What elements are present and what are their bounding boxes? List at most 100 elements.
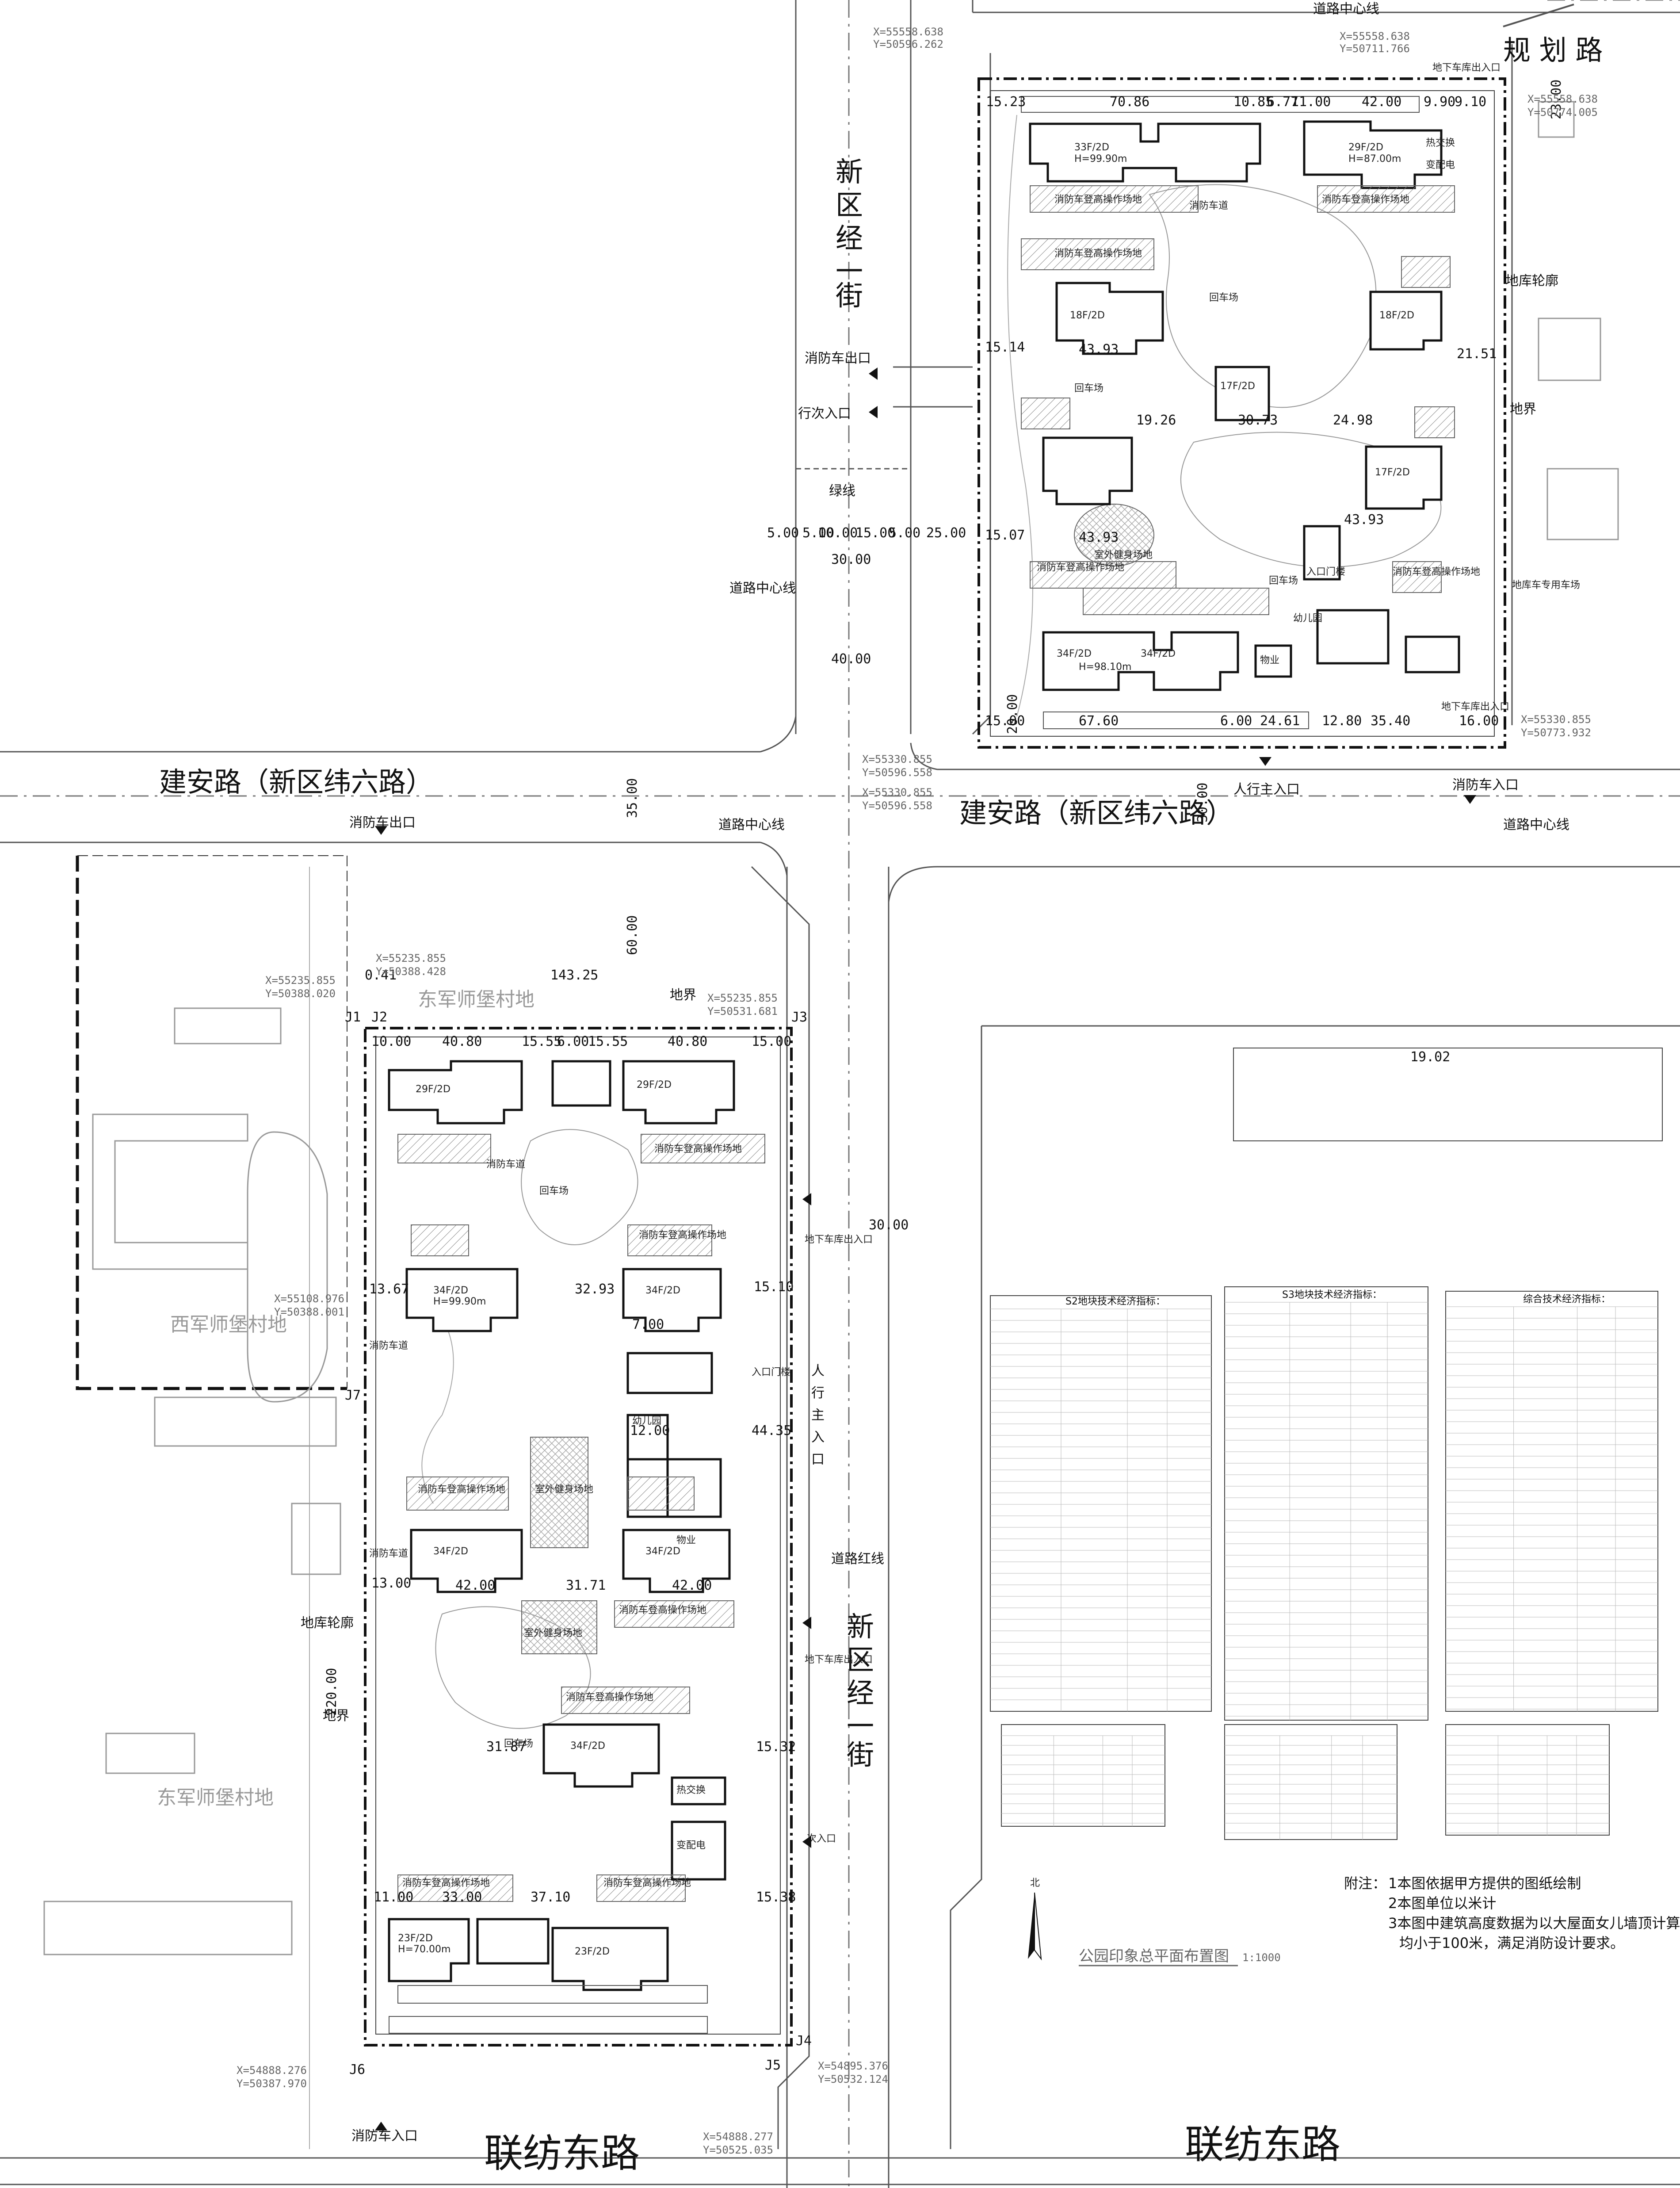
dim-16-00: 16.00 [1459, 713, 1499, 729]
label-green-line: 绿线 [829, 483, 855, 499]
coord-7x: X=55235.855 [265, 974, 336, 987]
note-3: 3本图中建筑高度数据为以大屋面女儿墙顶计算， [1388, 1915, 1680, 1932]
label-fire-lane-s2: 消防车道 [369, 1340, 408, 1351]
label-garage-entry-south2: 地下车库出入口 [805, 1654, 873, 1665]
label-garage-entry-bottom: 地下车库出入口 [1441, 701, 1509, 712]
bldg-tag-8: 34F/2D [1141, 648, 1176, 659]
dim-30-00-south: 30.00 [869, 1217, 909, 1233]
north-arrow [1028, 1892, 1042, 1961]
svg-text:区: 区 [836, 189, 863, 221]
road-lianfang-left: 联纺东路 [484, 2131, 640, 2176]
dim-43-93-b: 43.93 [1079, 530, 1119, 545]
label-garage-entry-south: 地下车库出入口 [805, 1234, 873, 1245]
dim-5-00-c: 5.00 [889, 525, 920, 541]
label-fire-platform-n2: 消防车登高操作场地 [1322, 194, 1409, 205]
village-dongjun-top: 东军师堡村地 [418, 988, 535, 1011]
dim-43-93-c: 43.93 [1344, 512, 1384, 528]
bldg-tag-13: 34F/2D [433, 1546, 468, 1557]
label-ped-main-entry: 人行主入口 [1233, 782, 1300, 797]
coord-11x: X=54888.276 [237, 2064, 307, 2077]
bldg-h-1: H=99.90m [1074, 153, 1127, 164]
coord-13y: Y=50525.035 [703, 2144, 773, 2156]
coord-2y: Y=50711.766 [1340, 42, 1410, 55]
dim-40-80-b: 40.80 [668, 1034, 707, 1049]
bldg-tag-9: 29F/2D [416, 1084, 451, 1095]
bldg-tag-11: 34F/2D [433, 1285, 468, 1296]
label-basement-outline-left: 地库轮廓 [301, 1615, 354, 1631]
label-kindergarten-s: 幼儿园 [632, 1415, 661, 1427]
south-site [364, 1027, 793, 2046]
dim-15-07: 15.07 [985, 528, 1025, 543]
neighbor-buildings [43, 101, 1619, 1955]
note-1: 1本图依据甲方提供的图纸绘制 [1388, 1875, 1581, 1892]
plan-scale: 1:1000 [1242, 1951, 1281, 1964]
bldg-tag-3: 18F/2D [1070, 310, 1105, 321]
label-secondary-entry: 次入口 [807, 1833, 836, 1844]
dim-13-67: 13.67 [369, 1281, 409, 1297]
label-substation-n: 变配电 [1426, 160, 1455, 171]
dim-40-00-road: 40.00 [831, 651, 871, 667]
label-heat-station-n: 热交换 [1426, 138, 1455, 149]
dim-67-60: 67.60 [1079, 713, 1119, 729]
dim-10-00-s: 10.00 [371, 1034, 411, 1049]
coord-1y: Y=50596.262 [873, 38, 943, 50]
label-sports-field-n: 室外健身场地 [1094, 550, 1153, 561]
dim-21-51: 21.51 [1457, 346, 1497, 362]
label-fire-platform-n4: 消防车登高操作场地 [1037, 562, 1124, 573]
coord-10y: Y=50388.001 [274, 1306, 344, 1318]
label-road-centerline-right: 道路中心线 [1503, 817, 1569, 833]
coord-5y: Y=50596.558 [862, 766, 932, 779]
dim-10-85: 10.85 [1233, 94, 1273, 110]
coord-1x: X=55558.638 [873, 26, 943, 38]
label-bike-lane-entry: 地库车专用车场 [1512, 580, 1580, 591]
dim-25-00: 25.00 [926, 525, 966, 541]
svg-text:区: 区 [847, 1644, 874, 1676]
table-title-s3: S3地块技术经济指标： [1282, 1289, 1382, 1301]
label-return-yard-n2: 回车场 [1209, 292, 1238, 303]
dim-9-10: 9.10 [1455, 94, 1486, 110]
label-fire-platform-n5: 消防车登高操作场地 [1393, 566, 1480, 578]
svg-text:行: 行 [811, 1385, 825, 1401]
label-fire-platform-n3: 消防车登高操作场地 [1054, 248, 1142, 259]
label-ped-main-vertical: 人 行 主 入 口 [811, 1363, 825, 1467]
dim-15-23: 15.23 [986, 94, 1026, 110]
label-fire-lane-n1: 消防车道 [1189, 200, 1228, 211]
table-title-all: 综合技术经济指标： [1523, 1294, 1611, 1305]
dim-220-00: 220.00 [324, 1668, 340, 1716]
label-garage-entry-top: 地下车库出入口 [1432, 62, 1501, 73]
dim-6-77: 6.77 [1267, 94, 1298, 110]
coord-12y: Y=50532.124 [818, 2073, 888, 2085]
coord-9y: Y=50531.681 [707, 1005, 778, 1017]
dim-19-02: 19.02 [1410, 1049, 1450, 1065]
point-j7: J7 [345, 1388, 361, 1403]
label-road-red-line: 道路红线 [831, 1551, 884, 1567]
coord-11y: Y=50387.970 [237, 2077, 307, 2090]
dim-31-87: 31.87 [486, 1739, 526, 1755]
coord-3y: Y=50774.005 [1527, 106, 1598, 119]
dim-40-80-a: 40.80 [442, 1034, 482, 1049]
dim-24-98: 24.98 [1333, 413, 1373, 428]
point-j2: J2 [371, 1010, 387, 1025]
dim-143-25: 143.25 [550, 968, 598, 983]
label-fire-platform-s4: 消防车登高操作场地 [619, 1605, 706, 1616]
bldg-tag-15: 34F/2D [570, 1740, 605, 1752]
svg-text:入: 入 [811, 1430, 825, 1445]
label-fire-platform-s6: 消防车登高操作场地 [402, 1878, 490, 1889]
dim-70-86: 70.86 [1110, 94, 1149, 110]
dim-15-00-s1: 15.00 [752, 1034, 791, 1049]
bldg-tag-4: 18F/2D [1379, 310, 1414, 321]
label-property-s: 物业 [676, 1535, 696, 1546]
coord-3x: X=55558.638 [1527, 93, 1598, 105]
dim-13-00: 13.00 [371, 1576, 411, 1591]
dim-5-00-b: 5.00 [802, 525, 834, 541]
coord-6x: X=55330.855 [862, 786, 932, 799]
road-jianan-left: 建安路（新区纬六路） [159, 766, 433, 798]
dim-9-90: 9.90 [1424, 94, 1455, 110]
dim-24-61: 24.61 [1260, 713, 1300, 729]
notes-head: 附注： [1344, 1875, 1386, 1892]
dim-15-32: 15.32 [756, 1739, 796, 1755]
road-jianan-right: 建安路（新区纬六路） [959, 797, 1233, 829]
label-fire-platform-s2: 消防车登高操作场地 [639, 1230, 726, 1241]
label-fire-platform-s7: 消防车登高操作场地 [603, 1878, 691, 1889]
